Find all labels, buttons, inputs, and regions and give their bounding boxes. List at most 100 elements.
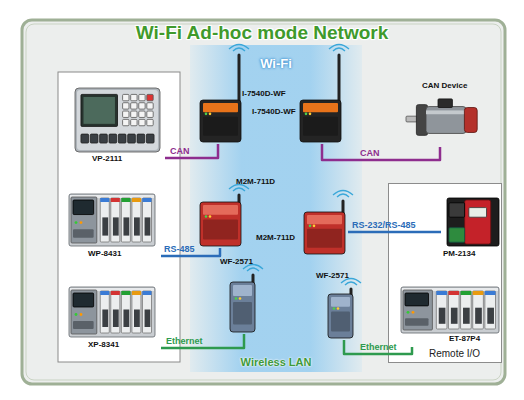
power-meter: PM-2134 (441, 196, 501, 268)
terminal-block (439, 308, 446, 324)
device-label: M2M-711D (236, 178, 275, 187)
module-face (203, 220, 238, 240)
module-tag (485, 291, 496, 295)
panel-key (123, 103, 129, 109)
cpu-port (73, 229, 94, 237)
function-key (146, 134, 154, 143)
function-key (100, 134, 108, 143)
panel-key (147, 119, 153, 125)
cable-line (161, 334, 244, 348)
wifi-ethernet-module: WF-2571 (312, 266, 368, 340)
terminal-block (134, 310, 140, 328)
panel-key (147, 103, 153, 109)
led (75, 221, 78, 224)
cable-label: Ethernet (360, 343, 397, 353)
hmi-device: VP-2111 (70, 85, 165, 170)
module-stripe (303, 103, 338, 112)
remote-io-device: ET-87P4 (399, 287, 501, 347)
module-tag (142, 291, 151, 295)
io-module (485, 291, 496, 329)
io-module (142, 291, 151, 333)
io-module (121, 291, 130, 333)
meter-case (447, 198, 499, 246)
module-tag (121, 198, 130, 202)
terminal-block (102, 217, 108, 235)
module-body (328, 294, 353, 338)
terminal-block (475, 308, 482, 324)
cable-line (348, 231, 441, 234)
module-tag (121, 291, 130, 295)
cpu-port (73, 321, 94, 329)
function-key (81, 134, 89, 143)
panel-case (75, 88, 160, 152)
led (412, 311, 415, 314)
diagram-title: Wi-Fi Ad-hoc mode Network (0, 22, 524, 44)
device-illustration (69, 287, 155, 337)
pac-device: XP-8341 (66, 285, 161, 357)
function-key (90, 134, 98, 143)
device-illustration (328, 284, 356, 338)
module-tag (111, 291, 120, 295)
function-key (118, 134, 126, 143)
io-module (100, 198, 109, 242)
led (209, 113, 212, 116)
io-module (100, 291, 109, 333)
io-module (111, 198, 120, 242)
device-label: WF-2571 (220, 258, 253, 267)
rack-case (401, 287, 499, 333)
wifi-wave (233, 48, 245, 51)
wifi-wave (345, 282, 357, 285)
cable-line (165, 144, 218, 158)
device-label: PM-2134 (443, 250, 475, 259)
terminal-block (145, 310, 151, 328)
wifi-wave (329, 45, 349, 50)
meter-side (449, 203, 465, 217)
led (80, 221, 83, 224)
device-label: XP-8341 (88, 341, 119, 350)
module-stripe (203, 205, 238, 215)
module-face (233, 302, 252, 325)
module-body (304, 212, 345, 254)
terminal-block (113, 217, 119, 235)
panel-key (139, 103, 145, 109)
wifi-wave (247, 268, 259, 271)
band-caption: Wireless LAN (241, 356, 312, 368)
led (205, 215, 208, 218)
device-illustration (304, 196, 348, 254)
module-tag (132, 198, 141, 202)
module-tag (100, 291, 109, 295)
panel-key (131, 103, 137, 109)
device-label: CAN Device (422, 82, 467, 91)
wifi-can-module: I-7540D-WF (252, 46, 344, 144)
module-face (331, 312, 350, 332)
led (235, 297, 238, 300)
function-key (137, 134, 145, 143)
cpu-module (403, 290, 432, 330)
led (209, 215, 212, 218)
panel-key (123, 119, 129, 125)
wifi-wave (233, 188, 245, 191)
function-key (109, 134, 117, 143)
device-label: I-7540D-WF (242, 90, 286, 99)
cable-label: CAN (170, 147, 190, 157)
device-illustration (402, 96, 482, 144)
module-body (230, 282, 255, 332)
led (407, 311, 410, 314)
device-label: M2M-711D (256, 234, 295, 243)
device-label: ET-87P4 (449, 335, 480, 344)
io-module (142, 198, 151, 242)
wifi-wave (333, 191, 353, 196)
module-face (307, 229, 342, 248)
panel-key (123, 94, 129, 100)
remote-io-box: Remote I/OPM-2134ET-87P4 (388, 183, 502, 363)
cable-label: Ethernet (166, 337, 203, 347)
panel-key (147, 111, 153, 117)
led (305, 113, 308, 116)
function-key (128, 134, 136, 143)
cpu-port (405, 318, 429, 325)
inner-frame (26, 24, 501, 380)
io-module (132, 291, 141, 333)
motor-cap (464, 108, 477, 133)
outer-frame (22, 20, 505, 384)
